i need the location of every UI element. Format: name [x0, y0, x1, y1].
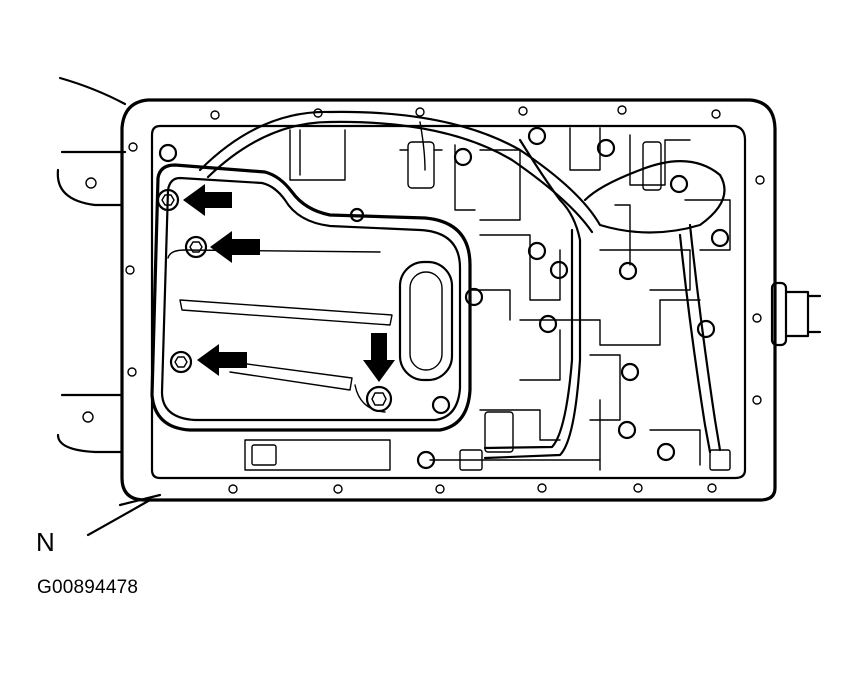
arrow-bolt-1 [183, 184, 232, 216]
oil-pan-flange [120, 98, 777, 502]
case-mount-arms [56, 76, 162, 507]
case-inner-boundary [150, 124, 747, 480]
output-shaft [770, 281, 822, 347]
strainer-bolt-4 [365, 385, 393, 413]
flange-bolt-holes [125, 105, 765, 494]
figure-id: G00894478 [37, 577, 139, 598]
oil-strainer [150, 163, 472, 432]
valve-body [244, 127, 731, 471]
strainer-bolt-2 [184, 235, 208, 259]
callout-leader-line [86, 498, 152, 537]
strainer-bolt-3 [169, 350, 193, 374]
arrow-bolt-3 [197, 344, 247, 376]
callout-label: N [36, 527, 55, 557]
strainer-bolt-1 [156, 188, 180, 212]
arrow-bolt-2 [210, 231, 260, 263]
wire-harness [198, 110, 726, 460]
callout-arrows [183, 184, 395, 382]
arrow-bolt-4 [363, 333, 395, 382]
bolts [156, 126, 730, 470]
